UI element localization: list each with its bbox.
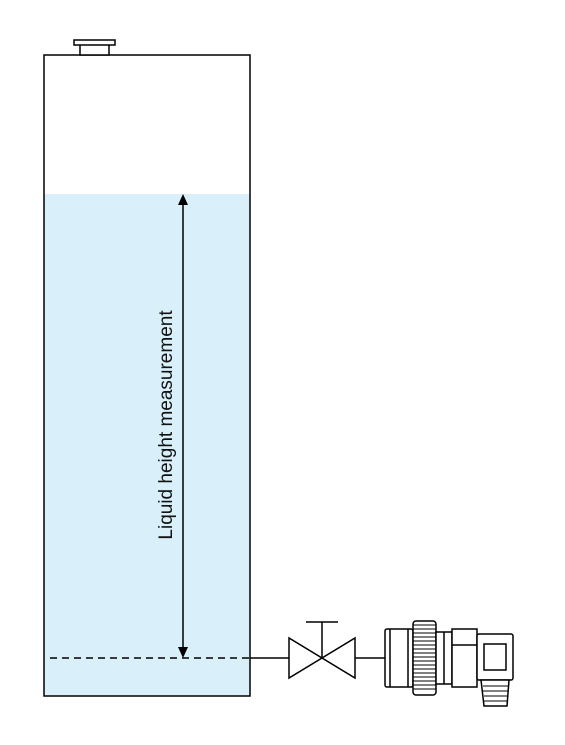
liquid-fill xyxy=(44,194,250,696)
measurement-label: Liquid height measurement xyxy=(156,310,177,540)
tank-body xyxy=(43,54,251,697)
tank xyxy=(43,39,251,697)
tank-top-nozzle xyxy=(73,39,116,56)
pressure-transmitter-icon xyxy=(384,620,514,707)
valve-icon xyxy=(288,621,356,680)
height-arrow xyxy=(178,194,188,658)
